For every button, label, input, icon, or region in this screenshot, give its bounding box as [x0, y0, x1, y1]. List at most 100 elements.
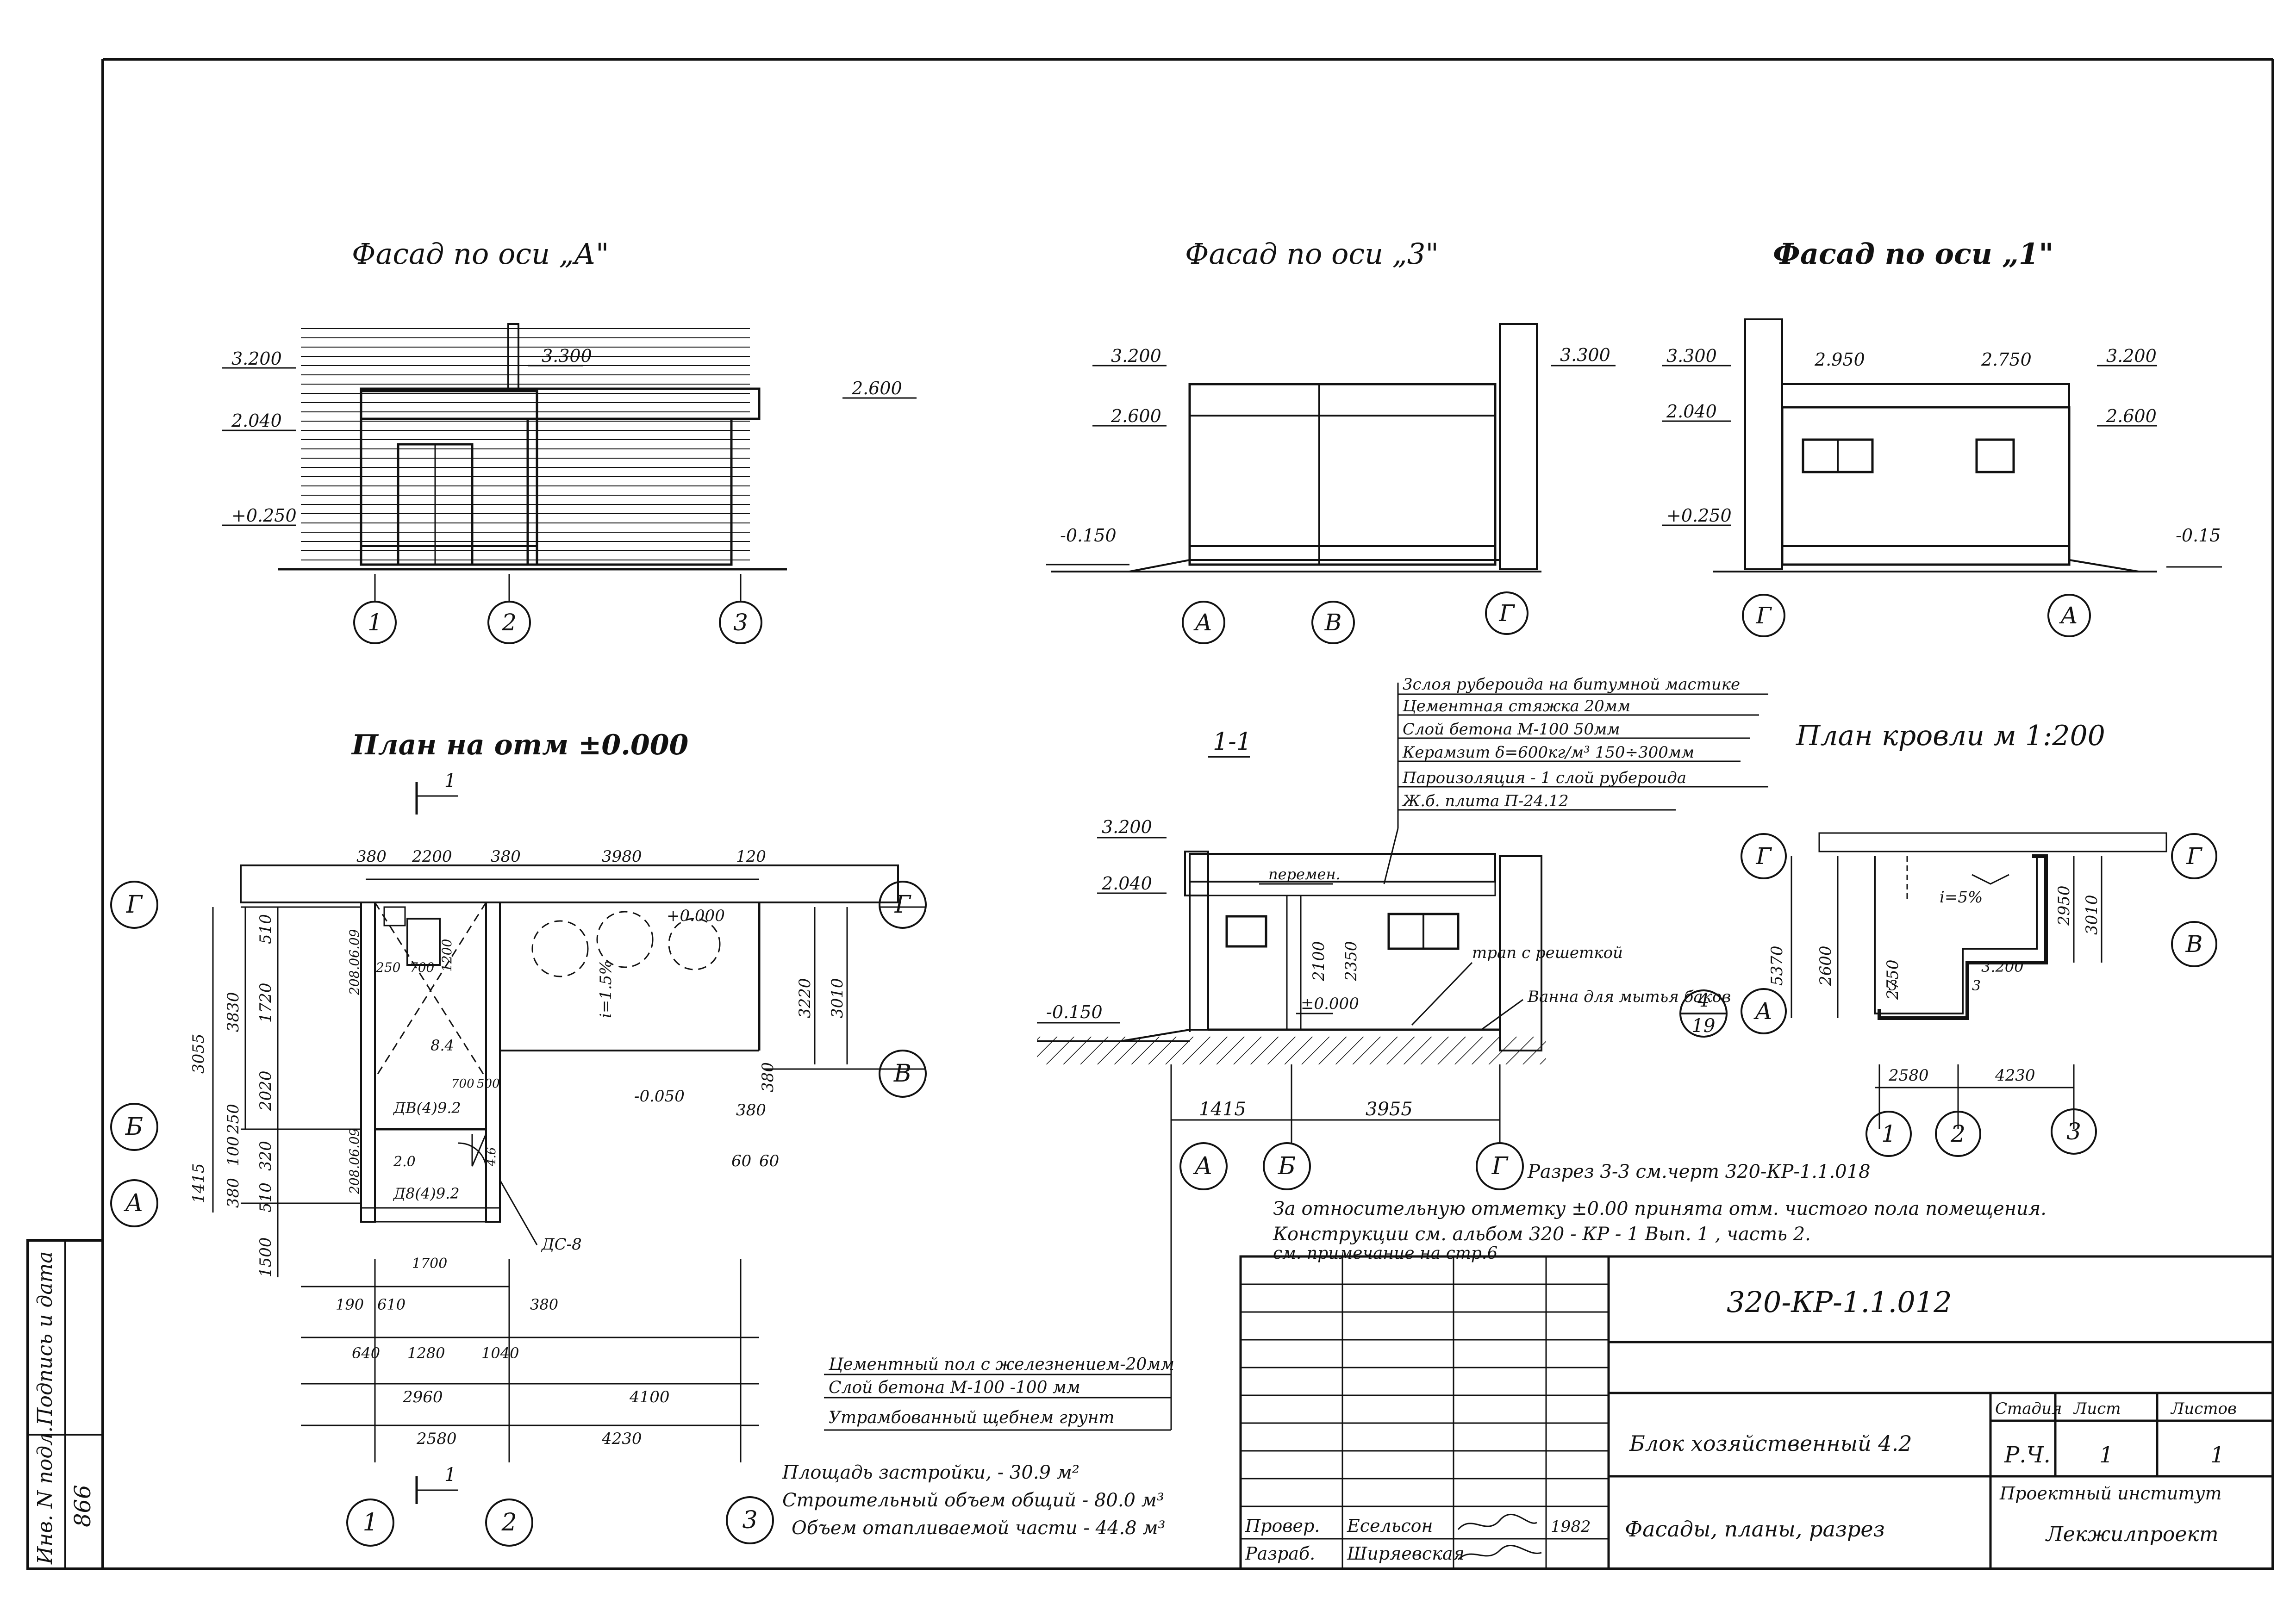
- section-title: 1-1: [1213, 728, 1252, 756]
- margin-label-sign: Подпись и дата: [33, 1251, 57, 1426]
- svg-text:2.040: 2.040: [1101, 873, 1152, 894]
- floor-layers: Цементный пол с железнением-20мм Слой бе…: [824, 1064, 1174, 1431]
- svg-text:60: 60: [731, 1152, 751, 1170]
- axis-bubble: Г: [1755, 843, 1772, 870]
- svg-text:250: 250: [375, 960, 400, 975]
- floor-plan: План на отм ±0.000 1 380 2: [110, 729, 927, 1547]
- window: [1975, 438, 2015, 473]
- svg-text:3.200: 3.200: [2106, 346, 2157, 366]
- svg-text:3.200: 3.200: [1981, 958, 2024, 976]
- note-see-remark: см. примечание на стр.6: [1273, 1244, 1497, 1263]
- facade-3: Фасад по оси „3" 3.200 3.300 2.600 -0.15…: [1046, 237, 1616, 644]
- axis-bubble: Г: [126, 891, 143, 919]
- window: [1225, 915, 1267, 948]
- svg-text:Керамзит δ=600кг/м³ 150÷300мм: Керамзит δ=600кг/м³ 150÷300мм: [1402, 743, 1694, 762]
- svg-text:Пароизоляция - 1 слой рубероид: Пароизоляция - 1 слой рубероида: [1402, 769, 1686, 787]
- svg-text:Разраб.: Разраб.: [1245, 1543, 1315, 1564]
- svg-text:3: 3: [1889, 978, 1897, 994]
- svg-text:+0.000: +0.000: [667, 907, 725, 925]
- svg-text:2.040: 2.040: [1666, 401, 1717, 422]
- note-constructions: Конструкции см. альбом 320 - КР - 1 Вып.…: [1273, 1224, 1811, 1245]
- svg-text:190: 190: [336, 1296, 364, 1313]
- title-block: 320-КР-1.1.012 Блок хозяйственный 4.2 Фа…: [1239, 1255, 2274, 1570]
- svg-text:3.200: 3.200: [1102, 817, 1152, 837]
- svg-text:1: 1: [2099, 1442, 2114, 1468]
- svg-text:Слой бетона М-100 50мм: Слой бетона М-100 50мм: [1403, 720, 1620, 739]
- roof-plan: План кровли м 1:200 5370 2600 2750 2950 …: [1741, 720, 2217, 1157]
- svg-text:1415: 1415: [1199, 1099, 1246, 1120]
- svg-text:3220: 3220: [796, 978, 814, 1018]
- svg-text:Стадия: Стадия: [1995, 1399, 2062, 1418]
- svg-text:2960: 2960: [402, 1388, 443, 1406]
- svg-text:1040: 1040: [481, 1344, 519, 1362]
- svg-text:2.950: 2.950: [1814, 349, 1865, 370]
- axis-bubble: В: [1324, 609, 1342, 636]
- svg-text:3010: 3010: [828, 978, 847, 1018]
- axis-bubble: Б: [1278, 1152, 1296, 1180]
- axis-bubble: А: [2059, 602, 2078, 629]
- svg-text:100: 100: [224, 1136, 243, 1166]
- svg-text:1280: 1280: [407, 1344, 445, 1362]
- svg-text:+0.250: +0.250: [1666, 505, 1732, 526]
- note-zero-level: За относительную отметку ±0.00 принята о…: [1273, 1198, 2046, 1219]
- axis-bubble: Г: [1498, 600, 1515, 627]
- svg-text:Цементный пол с железнением-20: Цементный пол с железнением-20мм: [828, 1355, 1174, 1374]
- axis-bubble: 1: [368, 609, 382, 636]
- svg-text:500: 500: [477, 1077, 500, 1091]
- svg-text:208.06.09: 208.06.09: [347, 1128, 362, 1194]
- svg-text:3010: 3010: [2083, 895, 2101, 935]
- facade-a-title: Фасад по оси „А": [352, 237, 609, 271]
- svg-text:3055: 3055: [189, 1033, 208, 1074]
- svg-text:4230: 4230: [1995, 1066, 2035, 1085]
- svg-text:1: 1: [444, 770, 456, 791]
- svg-text:-0.15: -0.15: [2176, 525, 2221, 546]
- svg-text:2580: 2580: [1888, 1066, 1929, 1085]
- svg-text:Листов: Листов: [2170, 1399, 2237, 1418]
- svg-text:2100: 2100: [1310, 941, 1328, 982]
- axis-bubble: Г: [1491, 1152, 1509, 1180]
- svg-text:19: 19: [1692, 1015, 1716, 1037]
- axis-bubble: 3: [2066, 1118, 2081, 1145]
- svg-text:510: 510: [256, 914, 275, 944]
- svg-text:i=1.5%: i=1.5%: [597, 960, 615, 1018]
- svg-text:+0.250: +0.250: [231, 505, 297, 526]
- svg-text:4230: 4230: [601, 1430, 642, 1448]
- axis-bubble: А: [1753, 998, 1772, 1025]
- institute-name: Лекжилпроект: [2045, 1523, 2218, 1546]
- svg-text:Провер.: Провер.: [1245, 1516, 1320, 1536]
- svg-text:1720: 1720: [256, 983, 275, 1023]
- svg-text:3.200: 3.200: [231, 348, 282, 369]
- facade-a-wall-hatch: [301, 324, 750, 569]
- svg-text:3830: 3830: [224, 992, 243, 1032]
- svg-text:3955: 3955: [1366, 1099, 1413, 1120]
- svg-text:перемен.: перемен.: [1268, 865, 1341, 883]
- axis-bubble: 2: [501, 609, 517, 636]
- section-reference: Разрез 3-3 см.черт 320-КР-1.1.018: [1527, 1161, 1871, 1182]
- svg-text:Р.Ч.: Р.Ч.: [2004, 1442, 2051, 1468]
- axis-bubble: 3: [733, 609, 748, 636]
- svg-text:-0.050: -0.050: [634, 1087, 685, 1106]
- svg-text:3слоя рубероида на битумной ма: 3слоя рубероида на битумной мастике: [1403, 675, 1740, 694]
- svg-text:Цементная стяжка 20мм: Цементная стяжка 20мм: [1402, 697, 1630, 715]
- facade-1: Фасад по оси „1" 3.300 2.950 2.750 3.200…: [1662, 237, 2222, 637]
- svg-text:1700: 1700: [412, 1256, 447, 1272]
- plan-top-wall: [240, 864, 899, 903]
- svg-text:трап с решеткой: трап с решеткой: [1472, 944, 1623, 962]
- signature-draft: [1457, 1545, 1542, 1561]
- svg-text:2350: 2350: [1342, 941, 1360, 982]
- svg-text:208.06.09: 208.06.09: [347, 929, 362, 995]
- svg-text:Ж.б. плита П-24.12: Ж.б. плита П-24.12: [1401, 792, 1569, 810]
- svg-text:2600: 2600: [1816, 945, 1835, 986]
- svg-text:1200: 1200: [439, 939, 455, 972]
- svg-text:700: 700: [451, 1077, 474, 1091]
- facade-3-title: Фасад по оси „3": [1185, 237, 1439, 271]
- svg-text:3.300: 3.300: [1560, 345, 1610, 365]
- axis-bubble: 1: [362, 1509, 378, 1536]
- svg-text:Есельсон: Есельсон: [1347, 1516, 1433, 1536]
- svg-text:Д8(4)9.2: Д8(4)9.2: [393, 1185, 460, 1202]
- svg-text:±0.000: ±0.000: [1301, 995, 1359, 1013]
- svg-text:3.300: 3.300: [542, 346, 592, 366]
- svg-text:510: 510: [256, 1182, 275, 1213]
- svg-text:i=5%: i=5%: [1940, 888, 1983, 907]
- svg-text:2950: 2950: [2055, 885, 2073, 926]
